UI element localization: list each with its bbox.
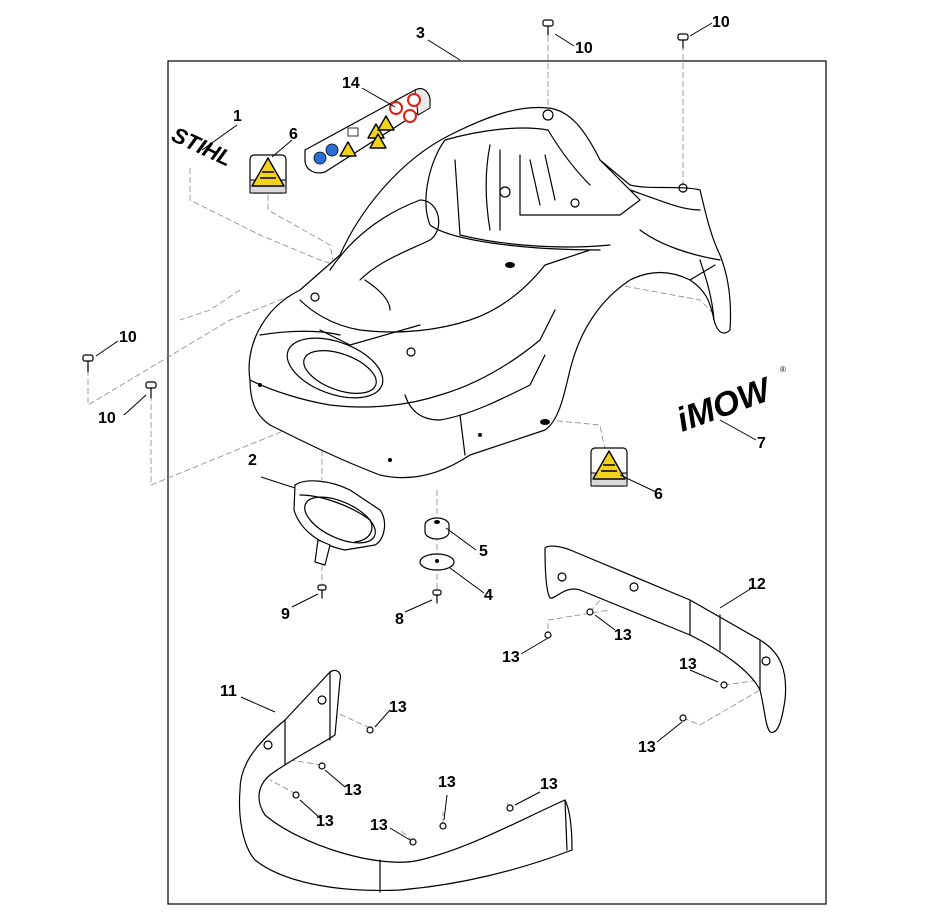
left-bumper (238, 669, 573, 893)
diagram-frame (167, 60, 827, 905)
callout-6-left: 6 (289, 126, 298, 143)
callout-2: 2 (248, 452, 257, 469)
callout-3: 3 (416, 25, 425, 42)
right-bumper (544, 545, 787, 733)
imow-logo-text: iMOW (672, 370, 778, 440)
stihl-logo: STIHL (168, 122, 236, 172)
display-cover (293, 480, 386, 566)
callout-13-g: 13 (316, 813, 334, 830)
callout-13-f: 13 (344, 782, 362, 799)
callout-13-e: 13 (389, 699, 407, 716)
callout-7: 7 (757, 435, 766, 452)
screw-8 (432, 589, 442, 604)
callout-10-left-b: 10 (98, 410, 116, 427)
callout-13-i: 13 (438, 774, 456, 791)
callout-10-left-a: 10 (119, 329, 137, 346)
callout-10-top: 10 (575, 40, 593, 57)
callout-6-right: 6 (654, 486, 663, 503)
callout-13-d: 13 (638, 739, 656, 756)
screw-10-left-b (145, 381, 157, 399)
warning-label-right (590, 447, 628, 487)
callout-13-c: 13 (679, 656, 697, 673)
screw-9 (317, 584, 327, 599)
callout-8: 8 (395, 611, 404, 628)
screw-10-left-a (82, 354, 94, 373)
callout-11: 11 (220, 683, 237, 700)
callout-4: 4 (484, 587, 493, 604)
callout-10-top-right: 10 (712, 14, 730, 31)
callout-12: 12 (748, 576, 766, 593)
warning-label-left (249, 154, 287, 194)
callout-1: 1 (233, 108, 242, 125)
callout-14: 14 (342, 75, 360, 92)
screw-10-top (542, 19, 554, 36)
callout-5: 5 (479, 543, 488, 560)
callout-9: 9 (281, 606, 290, 623)
main-housing (248, 106, 732, 479)
callout-13-b: 13 (614, 627, 632, 644)
screws-13 (292, 608, 728, 846)
stihl-logo-text: STIHL (168, 122, 236, 172)
registered-mark: ® (780, 365, 786, 374)
screws (82, 19, 689, 604)
screw-10-top-right (677, 33, 689, 49)
imow-logo: iMOW ® (672, 365, 786, 440)
callout-13-j: 13 (540, 776, 558, 793)
washer-stack (419, 517, 455, 571)
callout-13-a: 13 (502, 649, 520, 666)
sticker-set (304, 88, 431, 174)
callout-13-h: 13 (370, 817, 388, 834)
leader-lines (95, 22, 757, 841)
